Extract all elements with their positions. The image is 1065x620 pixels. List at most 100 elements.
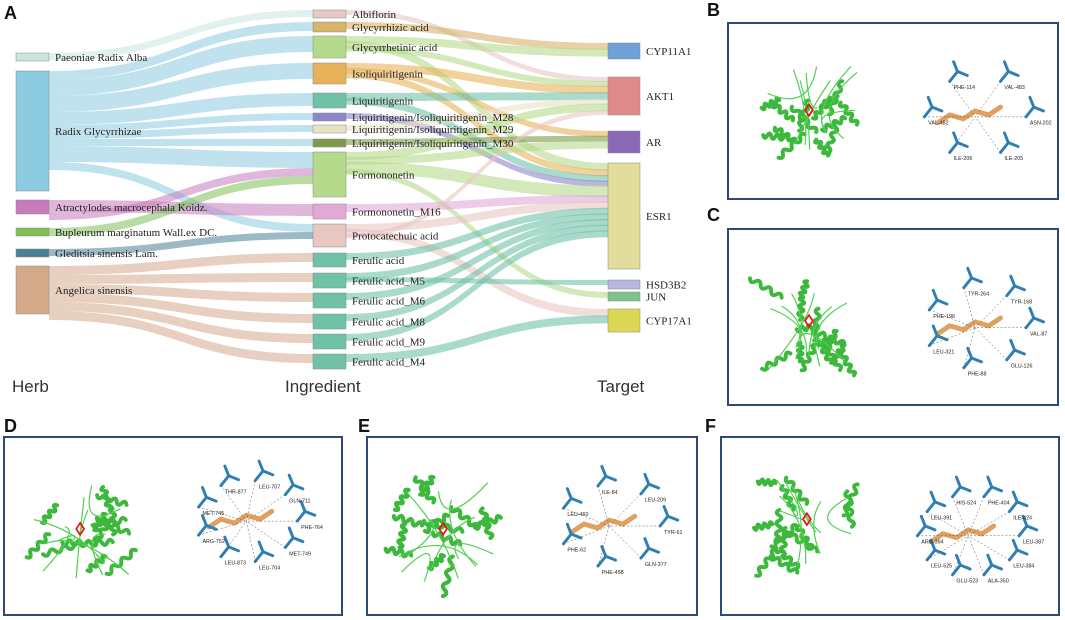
herb-node-label: Paeoniae Radix Alba (55, 52, 147, 64)
binding-site: TYR-61GLN-377PHE-458PHE-62LEU-460ILE-84L… (561, 464, 682, 576)
ingredient-node-bar (312, 124, 347, 134)
ingredient-target-link (346, 207, 608, 260)
target-node-bar (607, 291, 641, 302)
ligand-stick (935, 315, 1003, 337)
herb-node-bar (15, 199, 50, 215)
ingredient-target-link (346, 36, 608, 57)
ingredient-node-label: Liquiritigenin/Isoliquiritigenin_M29 (352, 124, 514, 136)
ingredient-target-link (346, 40, 608, 171)
herb-node-label: Atractylodes macrocephala Koidz. (55, 202, 208, 214)
ingredient-node-label: Glycyrrhizic acid (352, 22, 429, 34)
sankey-links (49, 10, 608, 363)
herb-ingredient-link (49, 311, 313, 363)
protein-ribbon (759, 66, 860, 160)
docking-image-c: VAL-87GLU-126PHE-88LEU-321PHE-196TYR-264… (748, 266, 1047, 378)
ligand-in-pocket (803, 102, 814, 118)
target-node-label: JUN (646, 292, 666, 304)
herb-ingredient-link (49, 63, 313, 112)
ligand-in-pocket (438, 521, 448, 537)
residue-label: ILE-206 (954, 156, 973, 162)
panel-label-c: C (707, 205, 720, 225)
residue-label: LEU-384 (1013, 564, 1034, 570)
residue-stick (951, 475, 972, 499)
ingredient-target-link (346, 315, 608, 362)
target-node-bar (607, 162, 641, 270)
column-label-ingredient: Ingredient (285, 377, 361, 396)
ligand-in-pocket (801, 511, 812, 527)
target-node-bar (607, 279, 641, 290)
target-node-bar (607, 130, 641, 154)
herb-ingredient-link (49, 125, 313, 139)
ingredient-node-label: Isoliquiritigenin (352, 69, 423, 81)
ingredient-target-link (346, 109, 608, 239)
residue-label: TYR-61 (664, 530, 682, 536)
ingredient-node-bar (312, 292, 347, 309)
ligand-in-pocket (75, 521, 86, 537)
residue-stick (999, 131, 1020, 154)
residue-label: PHE-114 (954, 85, 975, 91)
herb-ingredient-link (49, 113, 313, 132)
residue-stick (219, 464, 240, 488)
herb-ingredient-link (49, 10, 313, 60)
binding-site: LEU-387LEU-384ALA-350GLU-523LEU-525ARG-3… (915, 475, 1044, 585)
target-node-label: CYP17A1 (646, 316, 692, 328)
ingredient-node-bar (312, 138, 347, 148)
herb-ingredient-link (49, 273, 313, 284)
ingredient-target-link (346, 195, 608, 212)
residue-label: LEU-391 (931, 515, 952, 521)
herb-ingredient-link (49, 176, 313, 236)
residue-label: VAL-87 (1030, 332, 1047, 338)
herb-ingredient-link (49, 93, 313, 125)
residue-stick (639, 537, 661, 560)
ingredient-node-label: Formononetin (352, 170, 415, 182)
herb-node-label: Angelica sinensis (55, 285, 132, 297)
target-node-bar (607, 76, 641, 116)
residue-label: MET-745 (202, 511, 224, 517)
panel-label-e: E (358, 416, 371, 436)
residue-stick (283, 526, 305, 549)
herb-ingredient-link (49, 168, 313, 220)
ingredient-target-link (346, 140, 608, 165)
ingredient-node-label: Albiflorin (352, 9, 396, 21)
residue-stick (295, 500, 317, 523)
residue-label: ALA-350 (988, 579, 1009, 585)
ingredient-node-bar (312, 151, 347, 198)
residue-label: TYR-264 (968, 292, 989, 298)
protein-ribbon (748, 276, 858, 378)
ingredient-node-label: Liquiritigenin (352, 96, 414, 108)
ingredient-node-bar (312, 112, 347, 122)
residue-stick (596, 545, 617, 568)
residue-stick (1007, 490, 1029, 514)
ligand-stick (569, 513, 638, 535)
residue-label: ARG-752 (202, 539, 224, 545)
panel-label-f: F (705, 416, 716, 436)
ingredient-target-link (346, 161, 608, 198)
herb-node-bar (15, 52, 50, 62)
ingredient-target-link (346, 63, 608, 94)
herb-ingredient-link (49, 284, 313, 302)
ingredient-target-link (346, 92, 608, 101)
residue-label: VAL-482 (928, 121, 948, 127)
residue-label: ILE-84 (602, 490, 618, 496)
residue-stick (197, 486, 218, 509)
herb-node-bar (15, 248, 50, 258)
ingredient-target-link (346, 219, 608, 300)
herb-ingredient-link (49, 302, 313, 343)
residue-stick (948, 60, 969, 83)
target-node-label: AR (646, 137, 662, 149)
ingredient-node-bar (312, 353, 347, 370)
residue-stick (982, 553, 1004, 577)
ingredient-target-link (346, 71, 608, 177)
ingredient-node-bar (312, 21, 347, 33)
residue-stick (925, 538, 947, 562)
ingredient-target-link (346, 22, 608, 50)
herb-node-label: Gleditsia sinensis Lam. (55, 248, 158, 260)
ingredient-node-label: Liquiritigenin/Isoliquiritigenin_M28 (352, 112, 514, 124)
residue-stick (927, 324, 949, 348)
ingredient-node-bar (312, 272, 347, 289)
